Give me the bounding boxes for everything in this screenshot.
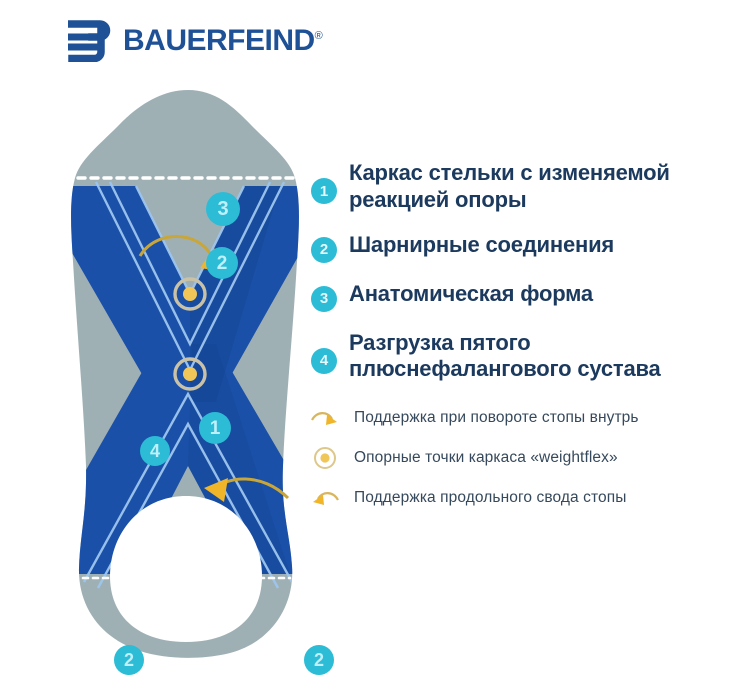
heel-cutout [110,496,262,642]
marker-2-heel-left[interactable]: 2 [114,645,144,675]
insole-diagram: 3 2 1 4 2 2 [40,82,334,675]
weightflex-point-lower [173,357,207,391]
feature-item-2: 2 Шарнирные соединения [311,232,731,263]
legend-label-pronation: Поддержка при повороте стопы внутрь [354,408,639,426]
feature-label-4: Разгрузка пятого плюснефалангового суста… [349,329,661,382]
legend-item-pronation: Поддержка при повороте стопы внутрь [308,398,728,438]
marker-1-midfoot[interactable]: 1 [199,412,231,444]
feature-badge-1: 1 [311,178,337,204]
marker-3-forefoot[interactable]: 3 [206,192,240,226]
feature-item-4: 4 Разгрузка пятого плюснефалангового сус… [311,330,731,384]
symbol-legend: Поддержка при повороте стопы внутрь Опор… [308,398,728,518]
legend-item-weightflex: Опорные точки каркаса «weightflex» [308,438,728,478]
feature-label-1: Каркас стельки с изменяемой реакцией опо… [349,160,670,212]
marker-4-medial[interactable]: 4 [140,436,170,466]
marker-2-heel-right[interactable]: 2 [304,645,334,675]
brand-name: BAUERFEIND [123,24,315,57]
marker-2-forefoot[interactable]: 2 [206,247,238,279]
legend-item-arch: Поддержка продольного свода стопы [308,478,728,518]
curved-arrow-left-icon [308,486,342,510]
weightflex-point-icon [308,446,342,470]
legend-label-weightflex: Опорные точки каркаса «weightflex» [354,448,618,466]
feature-label-2: Шарнирные соединения [349,231,615,257]
arrow-arch-support-icon [204,477,290,502]
weightflex-point-upper [173,277,207,311]
brand-logo: BAUERFEIND® [68,20,323,62]
frame-lower-v [71,344,299,574]
registered-mark: ® [314,30,323,42]
brand-wordmark: BAUERFEIND® [123,26,323,56]
insole-graphic [71,90,299,658]
feature-badge-3: 3 [311,285,337,312]
curved-arrow-right-icon [308,406,342,430]
feature-item-1: 1 Каркас стельки с изменяемой реакцией о… [311,160,731,214]
bauerfeind-b-mark-icon [68,20,111,62]
feature-label-3: Анатомическая форма [349,280,593,306]
legend-label-arch: Поддержка продольного свода стопы [354,488,627,506]
feature-badge-2: 2 [311,236,337,263]
feature-item-3: 3 Анатомическая форма [311,281,731,312]
feature-badge-4: 4 [311,347,337,374]
feature-list: 1 Каркас стельки с изменяемой реакцией о… [311,160,731,401]
